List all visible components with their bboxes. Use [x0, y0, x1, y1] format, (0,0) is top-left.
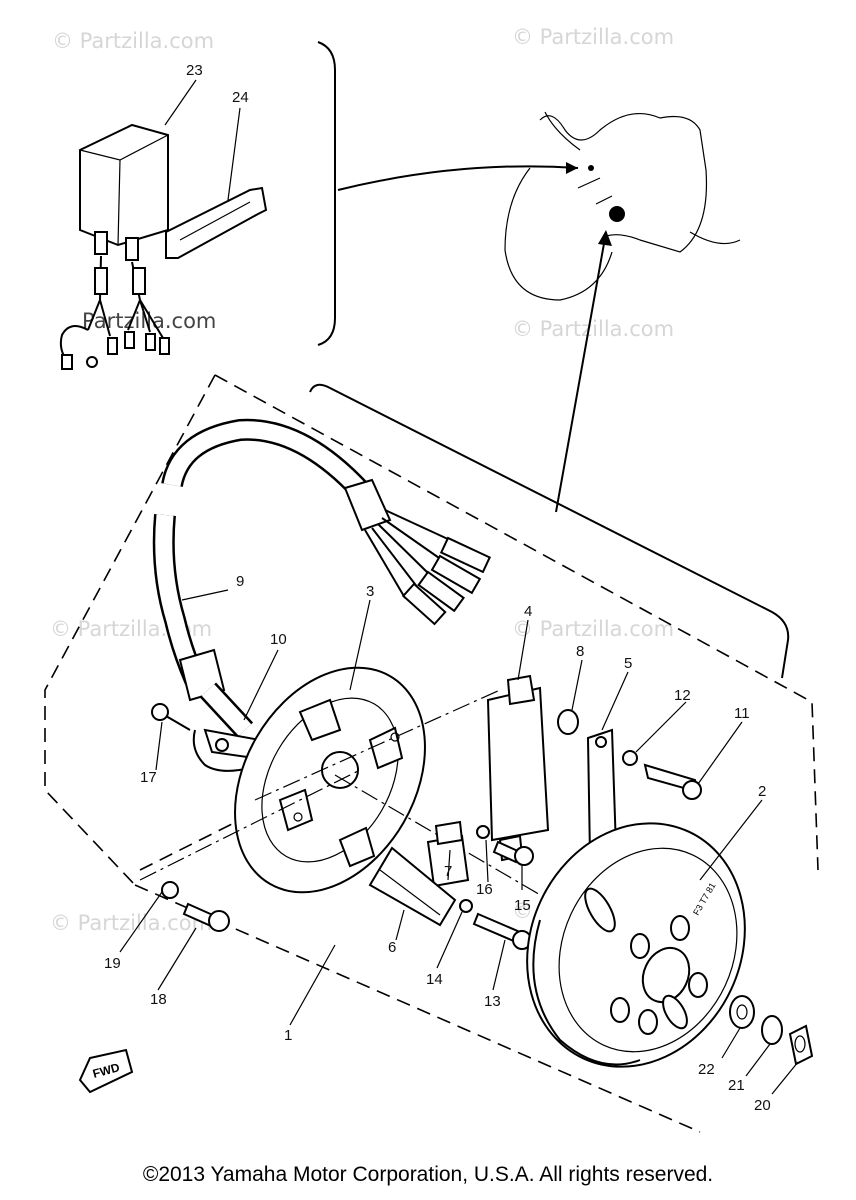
alignment-line [139, 769, 361, 881]
callout-2: 2 [758, 783, 766, 800]
watermark: © Partzilla.com [512, 317, 674, 341]
fwd-label: FWD [91, 1060, 121, 1081]
callout-7: 7 [444, 863, 452, 880]
callout-11: 11 [734, 705, 750, 722]
callout-19: 19 [104, 955, 121, 972]
assembly-boundary [44, 374, 216, 886]
collar-8 [557, 709, 579, 735]
callout-20: 20 [754, 1097, 771, 1114]
location-arrow [555, 237, 606, 513]
wire-harness-9 [152, 418, 492, 738]
callout-24: 24 [232, 89, 249, 106]
callout-12: 12 [674, 687, 691, 704]
callout-15: 15 [514, 897, 531, 914]
callout-6: 6 [388, 939, 396, 956]
stator-plate-3 [234, 666, 426, 894]
callout-numbers: 23 24 9 10 3 4 8 5 12 11 2 17 7 16 15 6 … [104, 62, 771, 1114]
alignment-line [334, 774, 721, 1001]
watermark: © Partzilla.com [512, 25, 674, 49]
callout-23: 23 [186, 62, 203, 79]
fwd-arrow-icon: FWD [78, 1048, 134, 1094]
callout-22: 22 [698, 1061, 715, 1078]
rotor-nut-set [729, 995, 814, 1066]
watermark: © Partzilla.com [52, 29, 214, 53]
callout-5: 5 [624, 655, 632, 672]
rubber-band-24 [165, 186, 268, 259]
callout-8: 8 [576, 643, 584, 660]
watermark: © Partzilla.com [512, 617, 674, 641]
callout-13: 13 [484, 993, 501, 1010]
inset-bracket [317, 41, 336, 346]
assembly-bracket [309, 383, 790, 679]
flywheel-rotor-2: F3 T7 81 [526, 822, 746, 1068]
callout-10: 10 [270, 631, 287, 648]
callout-9: 9 [236, 573, 244, 590]
callout-14: 14 [426, 971, 443, 988]
callout-17: 17 [140, 769, 157, 786]
callout-21: 21 [728, 1077, 745, 1094]
sensor-block-7 [426, 820, 470, 888]
alignment-line [254, 689, 501, 801]
callout-4: 4 [524, 603, 532, 620]
source-coil-4 [486, 674, 550, 862]
callout-1: 1 [284, 1027, 292, 1044]
assembly-boundary [134, 884, 701, 1133]
hardware-set [151, 703, 702, 950]
copyright-notice: ©2013 Yamaha Motor Corporation, U.S.A. A… [142, 1163, 714, 1186]
callout-leaders [119, 79, 799, 1095]
location-arrow [337, 165, 579, 191]
callout-18: 18 [150, 991, 167, 1008]
callout-3: 3 [366, 583, 374, 600]
cover-6 [368, 846, 457, 927]
motorcycle-location-sketch [504, 111, 741, 301]
assembly-boundary [214, 374, 819, 871]
callout-16: 16 [476, 881, 493, 898]
